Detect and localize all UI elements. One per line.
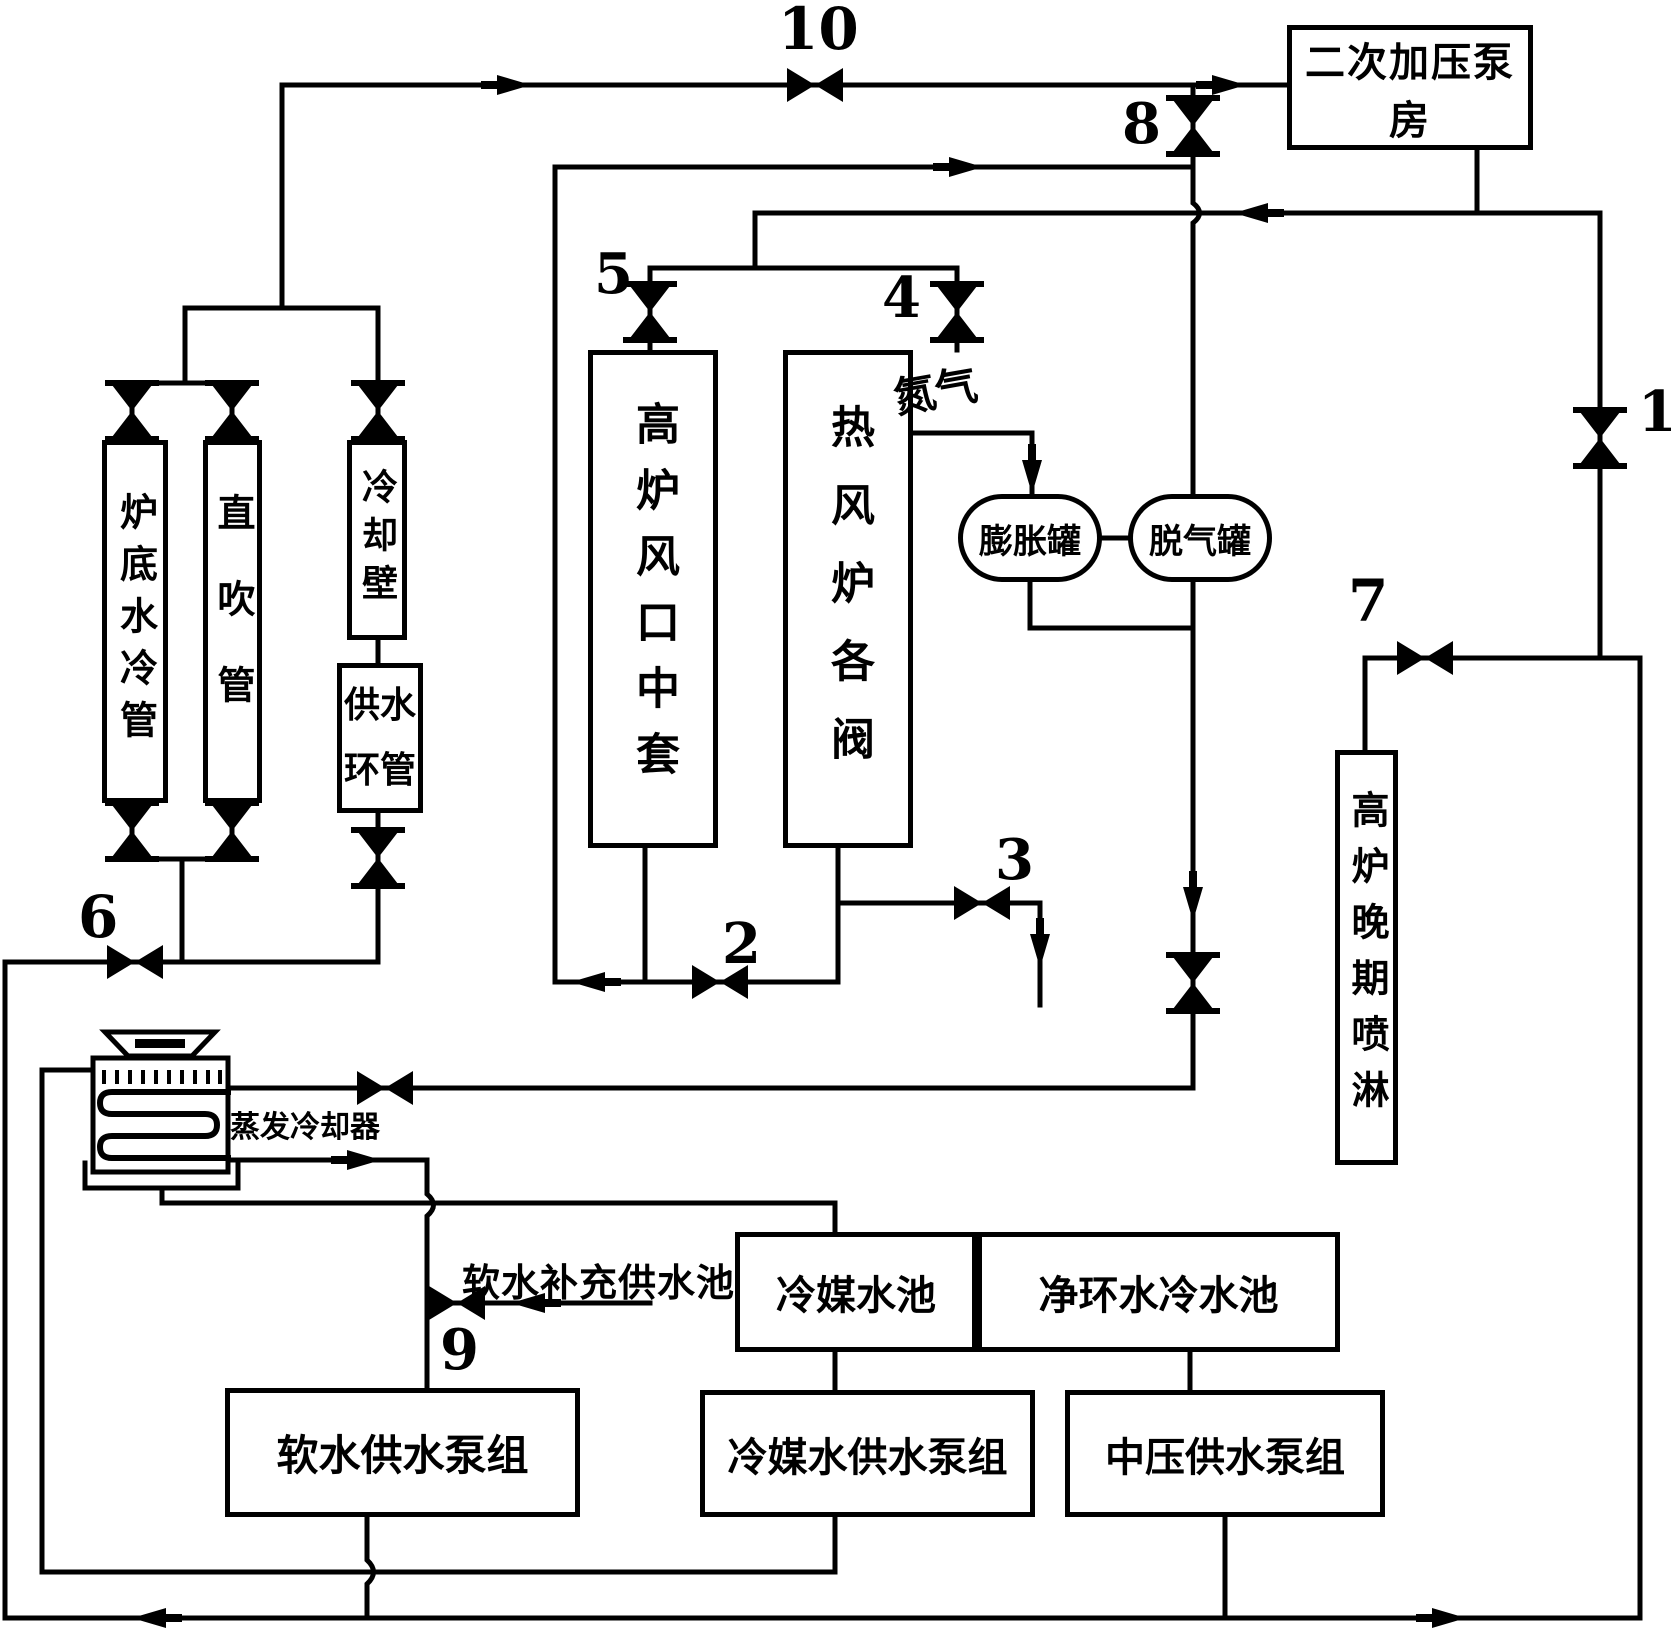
pipe-right-loop xyxy=(1362,655,1643,1621)
valve-4-icon xyxy=(930,281,984,343)
isolation-valve-icon xyxy=(205,800,259,862)
flow-arrow-right xyxy=(481,75,531,95)
bf-late-stage-spray-box: 高炉晚期喷淋 xyxy=(1335,750,1398,1165)
valve-number-7: 7 xyxy=(1348,567,1389,635)
clean-circulating-cold-water-pool-box: 净环水冷水池 xyxy=(977,1232,1340,1352)
valve-number-10: 10 xyxy=(778,0,859,63)
furnace-bottom-cooling-pipe-box: 炉底水冷管 xyxy=(102,440,168,803)
valve-1-icon xyxy=(1573,407,1627,469)
isolation-valve-icon xyxy=(205,380,259,442)
pipe-tray-drain xyxy=(159,1185,838,1235)
flow-arrow-left xyxy=(1234,203,1284,223)
valve-number-3: 3 xyxy=(995,827,1034,893)
pipe-cooler-outlet xyxy=(225,1157,436,1391)
isolation-valve-icon xyxy=(105,380,159,442)
valve-number-9: 9 xyxy=(440,1317,479,1383)
valve-number-1: 1 xyxy=(1638,379,1671,445)
valve-9-icon xyxy=(429,1286,485,1320)
isolation-valve-icon xyxy=(351,380,405,442)
isolation-valve-icon xyxy=(105,800,159,862)
hot-blast-stove-valves-box: 热风炉各阀 xyxy=(783,350,913,848)
valve-8-icon xyxy=(1166,95,1220,157)
water-supply-ring-pipe-box: 供水环管 xyxy=(337,663,423,813)
flow-arrow-left xyxy=(511,1293,561,1313)
isolation-valve-icon xyxy=(351,827,405,889)
valve-number-4: 4 xyxy=(882,265,921,331)
direct-blow-pipe-box: 直吹管 xyxy=(203,440,262,803)
pump-house-box: 二次加压泵房 xyxy=(1287,25,1533,150)
valve-7-icon xyxy=(1397,641,1453,675)
bf-tuyere-middle-sleeve-box: 高炉风口中套 xyxy=(588,350,718,848)
valve-5-icon xyxy=(623,281,677,343)
degassing-tank: 脱气罐 xyxy=(1128,494,1272,582)
cooler-fan-slot-icon xyxy=(135,1039,185,1048)
cooler-feed-valve-icon xyxy=(357,1071,413,1105)
valve-number-2: 2 xyxy=(722,911,761,977)
valve-number-8: 8 xyxy=(1122,91,1161,157)
flow-arrow-down xyxy=(1183,871,1203,921)
cooling-stave-box: 冷却壁 xyxy=(347,440,407,640)
pipe-return-left xyxy=(2,959,381,1621)
flow-arrow-right xyxy=(1416,1608,1466,1628)
main-riser-valve-icon xyxy=(1166,952,1220,1014)
evaporative-cooler-label: 蒸发冷却器 xyxy=(230,1111,380,1144)
pipe-pool-connectors xyxy=(832,1349,1193,1393)
flow-arrow-left xyxy=(132,1608,182,1628)
pipe-bottom-header xyxy=(2,1514,1643,1621)
refrigerant-water-pool-box: 冷媒水池 xyxy=(735,1232,977,1352)
cooler-coil-icon xyxy=(96,1089,231,1161)
cooler-nozzles-icon xyxy=(102,1070,222,1084)
expansion-tank: 膨胀罐 xyxy=(958,494,1102,582)
valve-10-icon xyxy=(787,68,843,102)
refrigerant-water-supply-pump-group-box: 冷媒水供水泵组 xyxy=(700,1390,1035,1517)
flow-arrow-down xyxy=(1030,918,1050,968)
soft-water-makeup-pool-label: 软水补充供水池 xyxy=(462,1263,736,1305)
cooler-tray-icon xyxy=(82,1160,241,1191)
valve-number-5: 5 xyxy=(594,241,633,307)
pipe-left-riser xyxy=(129,82,381,443)
pipe-expansion-return xyxy=(1027,535,1196,631)
valve-number-6: 6 xyxy=(78,883,119,951)
flow-arrow-left xyxy=(571,972,621,992)
pipe-cooler-inlet xyxy=(39,1067,838,1575)
cooler-body xyxy=(90,1055,231,1175)
valve-6-icon xyxy=(107,945,163,979)
flow-arrow-right xyxy=(1196,75,1246,95)
flow-arrow-right xyxy=(331,1150,381,1170)
flow-arrow-right xyxy=(933,157,983,177)
medium-pressure-supply-pump-group-box: 中压供水泵组 xyxy=(1065,1390,1385,1517)
valve-2-icon xyxy=(692,965,748,999)
valve-3-icon xyxy=(954,886,1010,920)
soft-water-supply-pump-group-box: 软水供水泵组 xyxy=(225,1388,580,1517)
flow-arrow-down xyxy=(1022,444,1042,494)
